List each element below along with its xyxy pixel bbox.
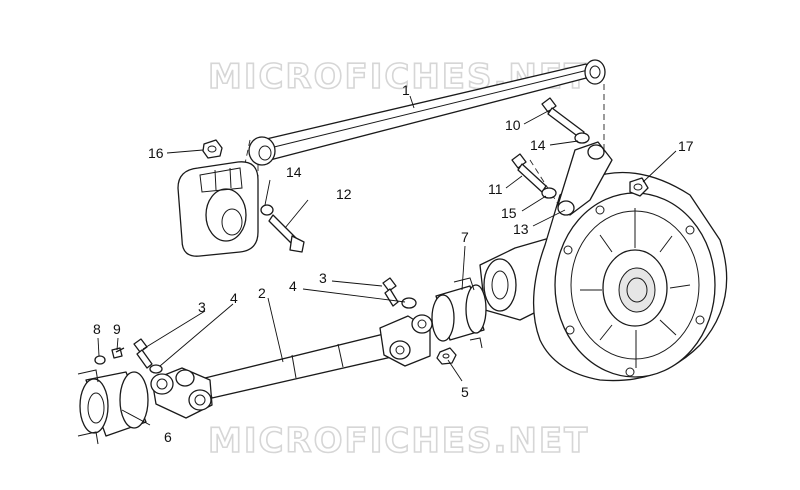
- callout-12: 12: [336, 186, 352, 202]
- callout-4-left: 4: [230, 290, 238, 306]
- nut-16: [202, 139, 223, 159]
- callout-1: 1: [402, 82, 410, 98]
- callout-9: 9: [113, 321, 121, 337]
- callout-3-left: 3: [198, 299, 206, 315]
- nut-5: [436, 347, 457, 365]
- callout-5: 5: [461, 384, 469, 400]
- callout-10: 10: [505, 117, 521, 133]
- washer-14-right: [574, 132, 590, 144]
- callout-13: 13: [513, 221, 529, 237]
- bolt-10: [541, 97, 585, 139]
- callout-15: 15: [501, 205, 517, 221]
- callout-11: 11: [488, 181, 503, 197]
- callout-6: 6: [164, 429, 172, 445]
- callout-14-left: 14: [286, 164, 302, 180]
- plug-17: [629, 177, 649, 197]
- callout-14-right: 14: [530, 137, 546, 153]
- boot-6: [77, 369, 149, 445]
- boot-7: [431, 277, 487, 349]
- reaction-rod: [248, 59, 606, 166]
- washer-14-left: [260, 204, 274, 216]
- callout-16: 16: [148, 145, 164, 161]
- frame-mount: [177, 161, 259, 257]
- final-drive-housing: [479, 141, 728, 382]
- bolt-3-right: [382, 277, 399, 307]
- callout-7: 7: [461, 229, 469, 245]
- bolt-3-left: [133, 338, 153, 369]
- washer-4-right: [401, 297, 417, 309]
- watermark-bottom: MICROFICHES.NET: [208, 421, 589, 461]
- callout-17: 17: [678, 138, 694, 154]
- bolt-12: [268, 214, 305, 253]
- callout-2: 2: [258, 285, 266, 301]
- bolt-11: [511, 153, 547, 193]
- cardan-shaft: [150, 314, 433, 419]
- callout-8: 8: [93, 321, 101, 337]
- washer-8: [94, 355, 106, 365]
- washer-15: [541, 187, 557, 199]
- callout-3-right: 3: [319, 270, 327, 286]
- screw-9: [111, 347, 125, 359]
- callout-4-right: 4: [289, 278, 297, 294]
- washer-4-left: [149, 364, 163, 374]
